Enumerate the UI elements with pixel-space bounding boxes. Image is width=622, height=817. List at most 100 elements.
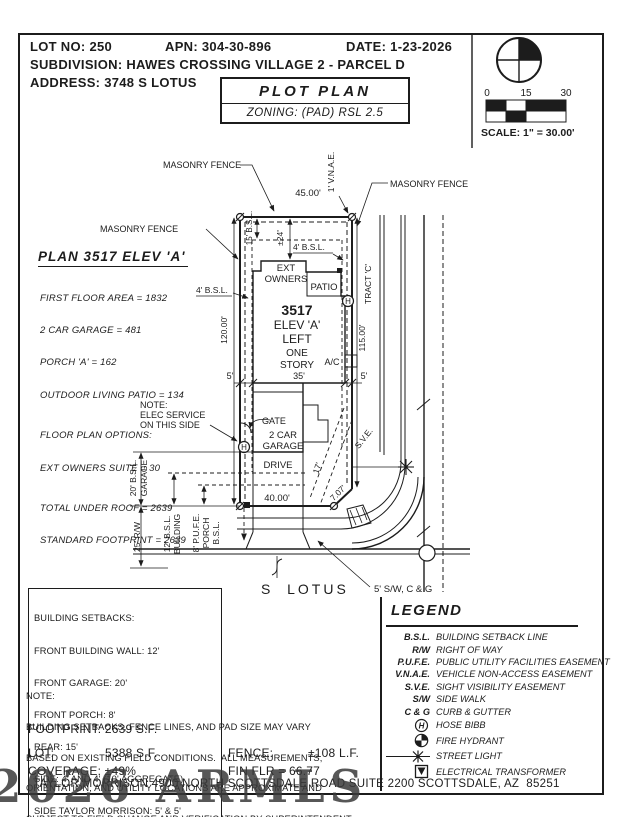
rw-dimension: 25' R/W: [132, 522, 142, 552]
legend-row: S/W SIDE WALK: [386, 693, 598, 705]
hose-bibb-symbol: [341, 294, 355, 308]
front-dimension: 40.00': [264, 493, 290, 504]
plan-heading: PLAN 3517 ELEV 'A': [38, 249, 188, 267]
builder-address: TAYLOR MORRISON 4900 NORTH SCOTTSDALE RO…: [33, 778, 560, 790]
legend-row: ELECTRICAL TRANSFORMER: [386, 764, 598, 780]
masonry-fence-label: MASONRY FENCE: [163, 160, 241, 170]
setback-line: FRONT GARAGE: 20': [34, 677, 128, 688]
elec-note: NOTE:: [140, 400, 168, 410]
legend-def: RIGHT OF WAY: [436, 644, 503, 655]
footprint-value: FOOTPRINT: 2639 S.F.: [28, 722, 158, 736]
bsl4-left-label: 4' B.S.L.: [196, 285, 228, 295]
legend-row: B.S.L. BUILDING SETBACK LINE: [386, 631, 598, 643]
patio-label: PATIO: [310, 282, 337, 293]
apn: APN: 304-30-896: [165, 39, 272, 54]
plan-info-line: TOTAL UNDER ROOF = 2639: [40, 502, 173, 514]
scale-tick: 30: [560, 88, 572, 99]
armls-watermark: 2026 ARMLS: [0, 760, 368, 813]
coverage-value: COVERAGE: ±49%: [28, 764, 137, 778]
legend-divider: [380, 597, 382, 791]
scale-tick: 15: [520, 88, 532, 99]
page-title: PLOT PLAN: [222, 79, 408, 104]
legend-def: SIGHT VISIBILITY EASEMENT: [436, 681, 565, 692]
legend-row: R/W RIGHT OF WAY: [386, 643, 598, 655]
legend-abbr: C & G: [404, 706, 430, 717]
legend-def: SIDE WALK: [436, 694, 486, 705]
legend-abbr: R/W: [412, 644, 430, 655]
legend-underline: [386, 625, 578, 627]
legend-def: HOSE BIBB: [436, 720, 486, 731]
side-dimension: 5': [227, 371, 234, 381]
fence-value: ±108 L.F.: [308, 746, 360, 760]
garage-bsl-label: 20' B.S.L.: [128, 460, 138, 497]
patio-outline: [306, 271, 342, 297]
pufe-label: B.S.L.: [211, 521, 221, 544]
plan-info-line: PORCH 'A' = 162: [40, 357, 117, 369]
hose-bibb-glyph: H: [345, 297, 351, 306]
hose-bibb-icon: H: [386, 718, 430, 733]
dim24-label: ±24': [275, 230, 285, 246]
corner-ramp: [346, 504, 372, 529]
setback-line: SIDE: 4' AND 4' (10' AGGREGATE): [34, 773, 184, 784]
building-bsl-label: BUILDING: [172, 514, 182, 554]
fire-hydrant-icon: [386, 733, 430, 748]
legend-row: C & G CURB & GUTTER: [386, 705, 598, 717]
hose-bibb-symbol: [237, 440, 251, 454]
sidewalk-curb-label: 5' S/W, C & G: [374, 584, 432, 595]
zoning-label: ZONING: (PAD) RSL 2.5: [246, 107, 384, 119]
legend-row: STREET LIGHT: [386, 749, 598, 765]
gate-label: GATE: [262, 416, 286, 426]
legend-row: H HOSE BIBB: [386, 718, 598, 734]
legend-row: FIRE HYDRANT: [386, 733, 598, 749]
legend-row: P.U.F.E. PUBLIC UTILITY FACILITIES EASEM…: [386, 656, 609, 668]
setback-line: SIDE TAYLOR MORRISON: 5' & 5': [34, 806, 181, 817]
sve-lines: [309, 407, 353, 506]
document-border: [18, 33, 604, 795]
note-line: NOTE:: [26, 691, 55, 702]
setback-line: BUILDING SETBACKS:: [34, 613, 135, 624]
vnae-label: 1' V.N.A.E.: [326, 152, 336, 193]
legend-def: BUILDING SETBACK LINE: [436, 632, 548, 643]
plan-info-line: OUTDOOR LIVING PATIO = 134: [40, 389, 184, 401]
side-dimension: 5': [361, 371, 368, 381]
title-box: PLOT PLAN ZONING: (PAD) RSL 2.5: [220, 77, 410, 124]
story-label: ONE: [286, 348, 308, 359]
street-light-icon: [386, 749, 430, 764]
west-dimension: 120.00': [219, 316, 229, 344]
garage-label: GARAGE: [263, 441, 304, 452]
legend-row: V.N.A.E. VEHICLE NON-ACCESS EASEMENT: [386, 668, 598, 680]
plan-date: DATE: 1-23-2026: [346, 39, 453, 54]
east-dimension: 115.00': [357, 324, 367, 351]
ext-owners-label: OWNERS: [265, 274, 308, 285]
plan-info-line: FLOOR PLAN OPTIONS:: [40, 430, 153, 442]
dim17-label: 17': [311, 461, 324, 475]
front-wall-dimension: 35': [293, 371, 305, 381]
scale-bar: 0 15 30: [484, 88, 572, 123]
building-bsl-label: 12' B.S.L.: [162, 516, 172, 553]
tract-c-label: TRACT 'C': [363, 264, 373, 304]
legend-row: S.V.E. SIGHT VISIBILITY EASEMENT: [386, 681, 598, 693]
driveway: [245, 452, 311, 550]
lot-number: LOT NO: 250: [30, 39, 113, 54]
scale-tick: 0: [484, 88, 490, 99]
legend-def: ELECTRICAL TRANSFORMER: [436, 766, 567, 777]
drive-label: DRIVE: [263, 460, 292, 471]
bsl15-label: 15' B.S.L.: [245, 211, 254, 245]
gate-swing: [240, 422, 252, 434]
legend-abbr: S/W: [412, 694, 430, 705]
plan-info-line: 2 CAR GARAGE = 481: [40, 324, 142, 336]
plan-info-line: FIRST FLOOR AREA = 1832: [40, 292, 168, 304]
legend-def: PUBLIC UTILITY FACILITIES EASEMENT: [436, 656, 610, 667]
note-line: ORIENTATION, AND UTILITY LOCATIONS ARE A…: [26, 783, 322, 794]
elec-note: ON THIS SIDE: [140, 420, 200, 430]
plan-info-line: STANDARD FOOTPRINT = 2639: [40, 535, 187, 547]
address: ADDRESS: 3748 S LOTUS: [30, 75, 197, 90]
fence-label: FENCE:: [228, 746, 274, 760]
setback-line: FRONT BUILDING WALL: 12': [34, 645, 160, 656]
legend-def: FIRE HYDRANT: [436, 735, 504, 746]
ac-label: A/C: [324, 357, 340, 367]
setback-line: REAR: 15': [34, 741, 79, 752]
legend-def: STREET LIGHT: [436, 751, 502, 762]
